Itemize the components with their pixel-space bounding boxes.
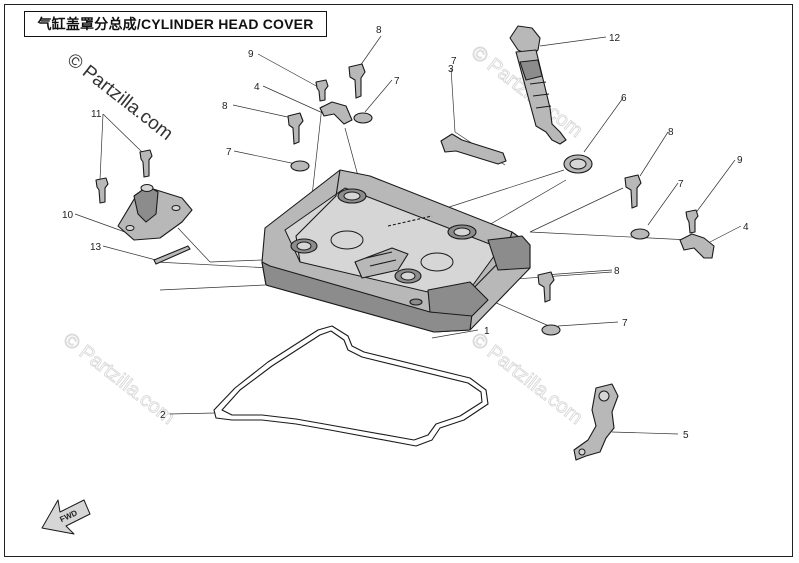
breather-cover [117, 184, 193, 241]
callout-label: 7 [451, 56, 457, 67]
callout-label: 7 [622, 318, 628, 329]
callout-label: 7 [678, 179, 684, 190]
callout-label: 6 [621, 93, 627, 104]
callout-label: 12 [609, 33, 621, 44]
callout-label: 13 [90, 242, 102, 253]
callout-label: 1 [484, 326, 490, 337]
callout-label: 4 [743, 222, 749, 233]
bolt-group [287, 63, 642, 303]
washer-group [290, 112, 650, 336]
callout-label: 9 [248, 49, 254, 60]
callout-label: 5 [683, 430, 689, 441]
small-bolt [315, 79, 329, 102]
watermark-faint: © Partzilla.com [467, 329, 587, 429]
callout-label: 8 [668, 127, 674, 138]
callout-label: 8 [614, 266, 620, 277]
diagram-title: 气缸盖罩分总成/CYLINDER HEAD COVER [37, 16, 314, 32]
screw [139, 149, 153, 178]
screw [95, 177, 109, 204]
callout-label: 7 [226, 147, 232, 158]
seal-ring [563, 154, 593, 174]
callout-label: 9 [737, 155, 743, 166]
bolt [537, 271, 555, 303]
drawing-frame [4, 4, 793, 557]
callout-labels: 1 2 3 4 4 5 6 7 7 7 7 7 8 8 8 8 9 9 10 1… [62, 25, 749, 441]
callout-label: 11 [91, 109, 102, 120]
washer [541, 324, 561, 336]
small-bolt-group [315, 79, 699, 234]
callout-label: 4 [254, 82, 260, 93]
wire-clip-bracket [440, 133, 507, 165]
bolt [287, 112, 304, 145]
callout-label: 10 [62, 210, 74, 221]
bolt [348, 63, 366, 99]
ignition-coil [509, 25, 567, 145]
callout-label: 8 [376, 25, 382, 36]
washer [353, 112, 373, 124]
bracket-right [679, 233, 715, 259]
screw-group [95, 149, 153, 204]
bolt [624, 174, 642, 209]
callout-label: 7 [394, 76, 400, 87]
callout-label: 8 [222, 101, 228, 112]
cylinder-head-cover [261, 169, 531, 333]
title-box: 气缸盖罩分总成/CYLINDER HEAD COVER [24, 11, 327, 37]
locating-pin [153, 245, 191, 265]
lift-bracket [573, 383, 619, 461]
callout-label: 3 [448, 64, 454, 75]
small-bolt [685, 209, 699, 234]
cover-gasket [213, 325, 489, 447]
washer [290, 160, 310, 172]
washer [630, 228, 650, 240]
callout-label: 2 [160, 410, 166, 421]
leader-lines [74, 35, 742, 435]
forward-direction-arrow: FWD [41, 499, 91, 535]
bracket-left [319, 101, 353, 125]
